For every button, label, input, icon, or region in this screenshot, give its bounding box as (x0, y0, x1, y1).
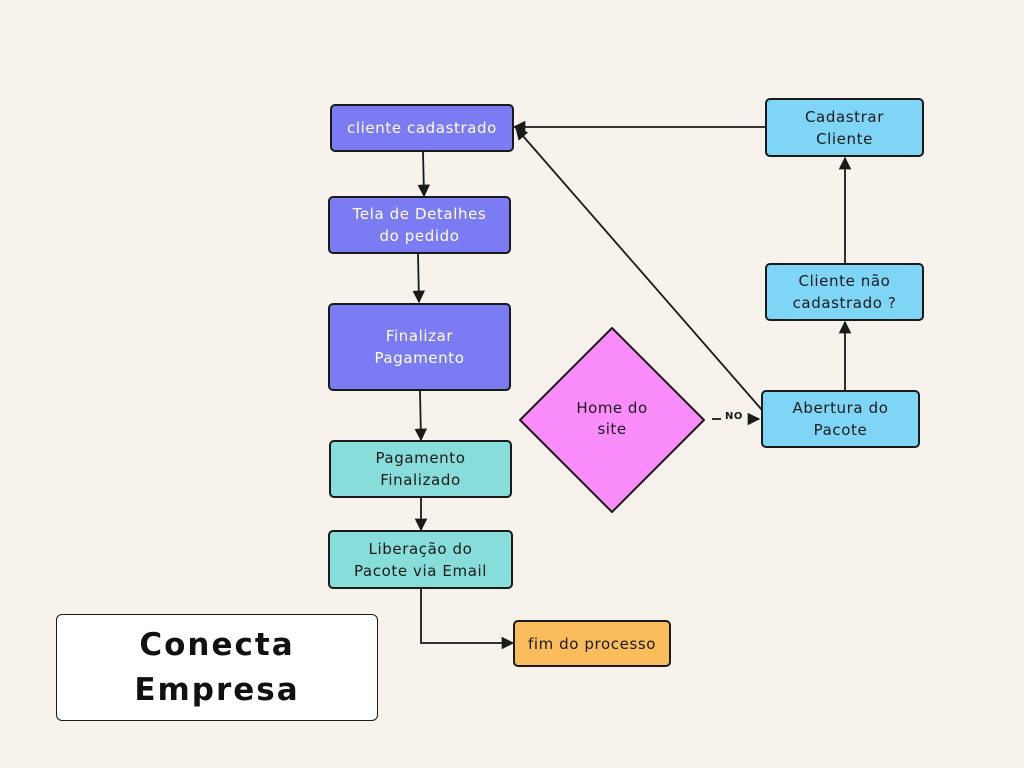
node-liberacao-pacote: Liberação do Pacote via Email (328, 530, 513, 589)
edge-finalizar-to-pagamento (414, 390, 428, 442)
node-cadastrar-cliente-label: Cadastrar Cliente (804, 107, 884, 148)
node-cliente-cadastrado-label: cliente cadastrado (347, 119, 497, 137)
node-fim-processo-label: fim do processo (527, 634, 657, 653)
node-cliente-nao-cadastrado: Cliente não cadastrado ? (765, 263, 924, 321)
node-abertura-pacote: Abertura do Pacote (761, 390, 920, 448)
node-pagamento-finalizado: Pagamento Finalizado (329, 440, 512, 498)
node-pagamento-finalizado-label: Pagamento Finalizado (375, 449, 466, 489)
diagram-title: Conecta Empresa (134, 626, 300, 708)
node-finalizar-pagamento-label: Finalizar Pagamento (374, 327, 465, 367)
edge-abertura-to-cliente (515, 127, 763, 411)
edge-liberacao-to-fim (420, 589, 515, 650)
node-cliente-cadastrado: cliente cadastrado (330, 104, 514, 152)
node-finalizar-pagamento: Finalizar Pagamento (328, 303, 511, 391)
node-tela-detalhes: Tela de Detalhes do pedido (328, 196, 511, 254)
node-tela-detalhes-label: Tela de Detalhes do pedido (352, 205, 487, 245)
node-home-site: Home do site (576, 399, 648, 438)
node-cliente-nao-cadastrado-label: Cliente não cadastrado ? (792, 272, 897, 312)
title-box: Conecta Empresa (56, 614, 378, 721)
node-cadastrar-cliente: Cadastrar Cliente (765, 98, 924, 157)
edge-cliente-to-tela (417, 150, 431, 198)
edge-label-no: NO (725, 411, 743, 422)
node-abertura-pacote-label: Abertura do Pacote (792, 399, 889, 439)
node-liberacao-pacote-label: Liberação do Pacote via Email (353, 539, 488, 580)
edge-tela-to-finalizar (412, 253, 426, 304)
diamond-shape (519, 327, 705, 513)
node-fim-processo: fim do processo (513, 620, 671, 667)
